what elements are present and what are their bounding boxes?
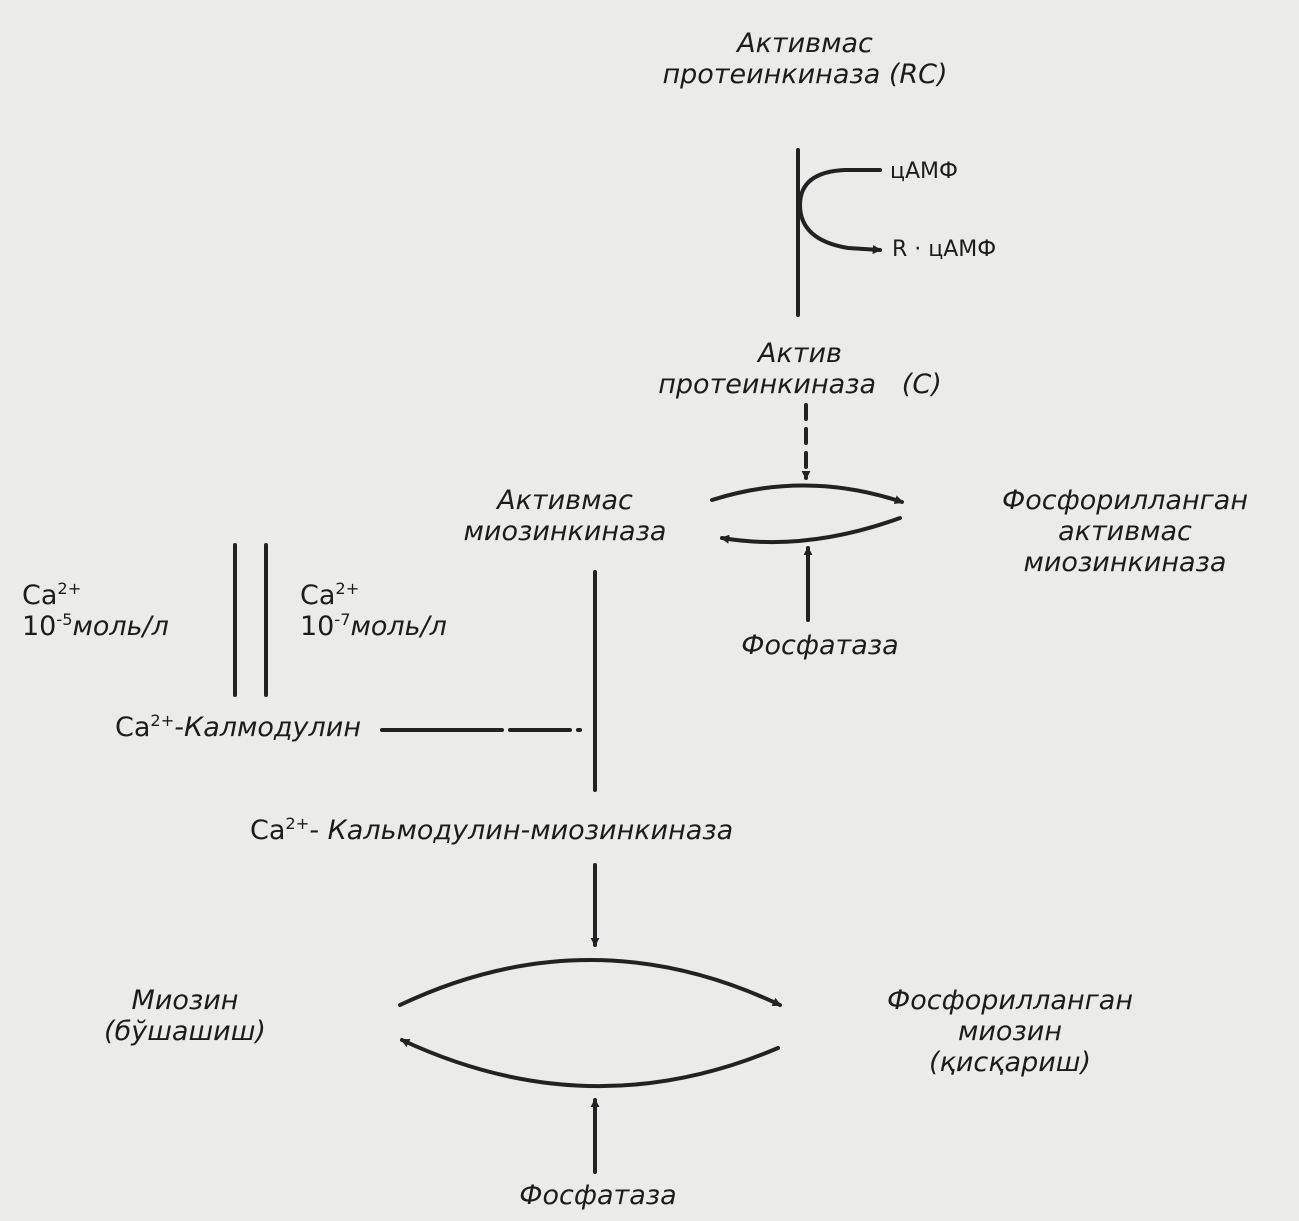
inactive-myosin-kinase-label: Активмас миозинкиназа bbox=[464, 485, 667, 547]
ca-high-unit: моль/л bbox=[72, 611, 169, 642]
ca-calmodulin-name: -Калмодулин bbox=[174, 712, 361, 743]
mlck-phosphorylation-arrow bbox=[710, 483, 904, 504]
active-pk-line2: протеинкиназа (С) bbox=[658, 369, 942, 400]
myosin-dephosphorylation-arrow bbox=[400, 1038, 780, 1088]
complex-charge: 2+ bbox=[285, 814, 310, 833]
ca-low-exp: -7 bbox=[334, 610, 351, 629]
phos-myosin-line1: Фосфорилланган bbox=[887, 985, 1133, 1016]
ca-calmodulin-ion: Ca bbox=[115, 712, 151, 743]
active-pk-line1: Актив bbox=[758, 338, 842, 369]
active-protein-kinase-label: Актив протеинкиназа (С) bbox=[658, 338, 941, 400]
ca-high-charge: 2+ bbox=[57, 579, 82, 598]
complex-ion: Ca bbox=[250, 815, 286, 846]
inactive-pk-line1: Активмас bbox=[737, 28, 873, 59]
phos-myosin-line3: (қисқариш) bbox=[928, 1047, 1091, 1078]
myosin-relaxation-label: Миозин (бўшашиш) bbox=[104, 985, 266, 1047]
inactive-mlck-line1: Активмас bbox=[497, 485, 633, 516]
inactive-protein-kinase-label: Активмас протеинкиназа (RC) bbox=[662, 28, 947, 90]
ca-high-exp: -5 bbox=[56, 610, 73, 629]
camp-binding-arrow bbox=[797, 168, 882, 255]
mlck-dephosphorylation-arrow bbox=[720, 516, 902, 545]
ca-high-conc: 10 bbox=[22, 611, 57, 642]
myosin-phosphorylation-arrow bbox=[398, 958, 782, 1007]
ca-high-ion: Ca bbox=[22, 580, 58, 611]
phos-myosin-line2: миозин bbox=[958, 1016, 1062, 1047]
ca-low-concentration-label: Ca2+ 10-7моль/л bbox=[300, 580, 447, 642]
phosphorylated-inactive-mlck-label: Фосфорилланган активмас миозинкиназа bbox=[1002, 485, 1248, 578]
ca-low-charge: 2+ bbox=[335, 579, 360, 598]
ca-low-conc: 10 bbox=[300, 611, 335, 642]
camp-label: цАМФ bbox=[890, 159, 958, 184]
phos-mlck-line3: миозинкиназа bbox=[1023, 547, 1227, 578]
ca-low-ion: Ca bbox=[300, 580, 336, 611]
phosphorylated-myosin-label: Фосфорилланган миозин (қисқариш) bbox=[887, 985, 1133, 1078]
complex-name: - Кальмодулин-миозинкиназа bbox=[309, 815, 734, 846]
ca-calmodulin-label: Ca2+-Калмодулин bbox=[115, 712, 361, 743]
r-camp-label: R · цАМФ bbox=[892, 237, 997, 262]
ca-calmodulin-charge: 2+ bbox=[150, 711, 175, 730]
phosphatase-top-label: Фосфатаза bbox=[741, 630, 899, 661]
phos-mlck-line1: Фосфорилланган bbox=[1002, 485, 1248, 516]
ca-high-concentration-label: Ca2+ 10-5моль/л bbox=[22, 580, 169, 642]
ca-calmodulin-mlck-label: Ca2+- Кальмодулин-миозинкиназа bbox=[250, 815, 733, 846]
myosin-line1: Миозин bbox=[131, 985, 239, 1016]
inactive-mlck-line2: миозинкиназа bbox=[463, 516, 667, 547]
phosphatase-bottom-label: Фосфатаза bbox=[519, 1180, 677, 1211]
inactive-pk-line2: протеинкиназа (RC) bbox=[662, 59, 948, 90]
ca-low-unit: моль/л bbox=[350, 611, 447, 642]
phos-mlck-line2: активмас bbox=[1058, 516, 1192, 547]
myosin-line2: (бўшашиш) bbox=[104, 1016, 266, 1047]
